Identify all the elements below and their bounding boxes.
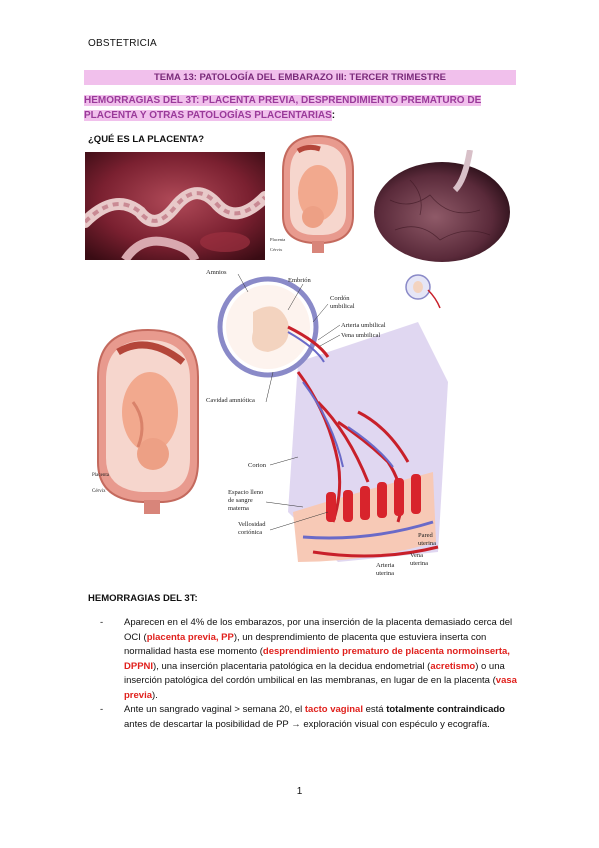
label-cordon: Cordón xyxy=(330,295,350,302)
uterus-fetus-diagram-large: Placenta Cérvix xyxy=(92,328,199,514)
bullet-1-text-4: ) o una inserción patológica del cordón … xyxy=(124,660,505,687)
bullet-2-text-2: está xyxy=(362,704,387,715)
label-vena-uterina-2: uterina xyxy=(410,560,428,567)
placenta-question: ¿QUÉ ES LA PLACENTA? xyxy=(88,134,205,145)
bullet-dash: - xyxy=(100,617,104,628)
subtitle-line-1: HEMORRAGIAS DEL 3T: PLACENTA PREVIA, DES… xyxy=(84,95,482,106)
label-pared-2: uterina xyxy=(418,540,436,547)
document-header: OBSTETRICIA xyxy=(88,38,157,49)
bullet-1-text-5: ). xyxy=(152,689,158,701)
bullet-2-term-contraindicado: totalmente contraindicado xyxy=(386,704,505,715)
label-espacio-2: de sangre xyxy=(228,497,253,504)
label-umbilical: umbilical xyxy=(330,303,355,310)
bullet-2-term-tacto: tacto vaginal xyxy=(304,704,363,715)
label-arteria-umbilical: Arteria umbilical xyxy=(341,322,386,329)
label-vena-uterina-1: Vena xyxy=(410,552,423,559)
small-uterus-placenta-label: Placenta xyxy=(270,237,285,242)
bullet-2-text-3: antes de descartar la posibilidad de PP … xyxy=(124,718,490,730)
bullet-2-text-1: Ante un sangrado vaginal > semana 20, el xyxy=(124,704,305,715)
small-uterus-cervix-label: Cérvix xyxy=(270,247,283,252)
bullet-item-2: - Ante un sangrado vaginal > semana 20, … xyxy=(100,703,520,732)
bullet-1-term-acretismo: acretismo xyxy=(430,660,476,672)
placenta-anatomy-diagram: Placenta Cérvix xyxy=(92,269,448,577)
label-arteria-uterina-2: uterina xyxy=(376,570,394,577)
subtitle-colon: : xyxy=(331,110,336,121)
label-vena-umbilical: Vena umbilical xyxy=(341,332,380,339)
bullet-dash: - xyxy=(100,704,104,715)
label-espacio-3: materna xyxy=(228,505,249,512)
label-cavidad-amniotica: Cavidad amniótica xyxy=(206,397,255,404)
placenta-cross-section xyxy=(288,322,448,562)
section-subtitle: HEMORRAGIAS DEL 3T: PLACENTA PREVIA, DES… xyxy=(84,93,516,123)
label-vellosidad-1: Vellosidad xyxy=(238,521,266,528)
bullet-1-text-3: ), una inserción placentaria patológica … xyxy=(153,660,431,672)
subtitle-line-2: PLACENTA Y OTRAS PATOLOGÍAS PLACENTARIAS xyxy=(84,110,332,121)
hemorrhage-bullet-list: - Aparecen en el 4% de los embarazos, po… xyxy=(100,616,520,732)
bullet-1-term-vasa-previa: vasa previa xyxy=(124,675,517,701)
label-pared-1: Pared xyxy=(418,532,434,539)
uterus-fetus-diagram-small: Placenta Cérvix xyxy=(268,131,368,256)
label-arteria-uterina-1: Arteria xyxy=(376,562,395,569)
big-uterus-placenta-label: Placenta xyxy=(92,473,110,478)
bullet-1-term-pp: placenta previa, PP xyxy=(146,631,234,643)
label-amnios: Amnios xyxy=(206,269,227,276)
page-number: 1 xyxy=(296,786,303,797)
embryo-thumbnail xyxy=(405,274,441,309)
bullet-1-term-dppni: desprendimiento prematuro de placenta no… xyxy=(124,646,510,672)
label-embrion: Embrión xyxy=(288,277,311,284)
label-espacio-1: Espacio lleno xyxy=(228,489,263,496)
placenta-surface-photo xyxy=(370,150,514,262)
bullet-1-text-2: ), un desprendimiento de placenta que es… xyxy=(124,631,487,658)
bullet-item-1: - Aparecen en el 4% de los embarazos, po… xyxy=(100,616,520,703)
bullet-1-text-1: Aparecen en el 4% de los embarazos, por … xyxy=(124,617,513,643)
hemorrhage-section-title: HEMORRAGIAS DEL 3T: xyxy=(88,593,198,604)
label-corion: Corion xyxy=(248,462,267,469)
big-uterus-cervix-label: Cérvix xyxy=(92,489,106,494)
label-vellosidad-2: coriónica xyxy=(238,529,262,536)
placenta-cord-photo xyxy=(85,152,265,260)
lesson-title: TEMA 13: PATOLOGÍA DEL EMBARAZO III: TER… xyxy=(84,70,516,85)
